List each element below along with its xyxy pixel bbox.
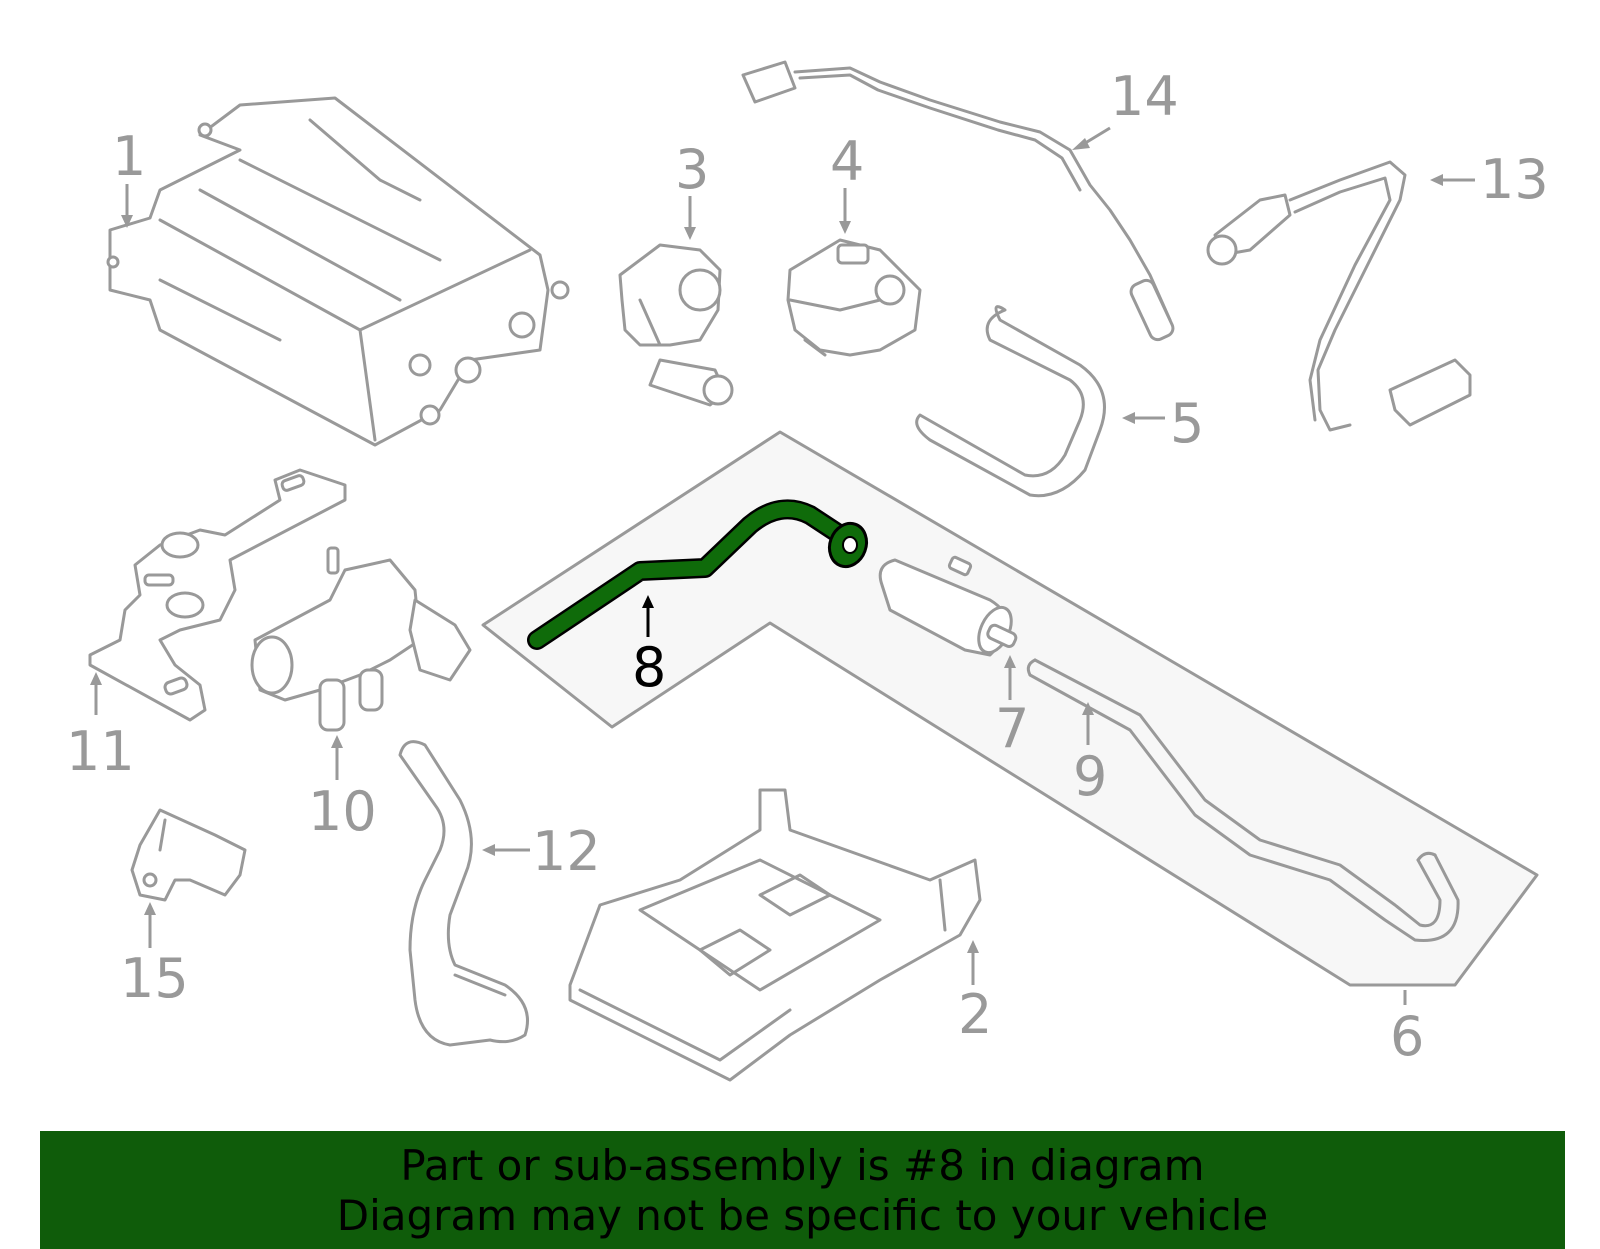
part-12-hose[interactable] — [398, 740, 529, 1047]
callout-10[interactable]: 10 — [308, 780, 377, 843]
callout-9[interactable]: 9 — [1073, 745, 1107, 808]
callout-15[interactable]: 15 — [120, 947, 189, 1010]
callout-13[interactable]: 13 — [1480, 148, 1549, 211]
part-6-subassembly-outline — [481, 430, 1539, 987]
callout-12[interactable]: 12 — [532, 820, 601, 883]
callout-7[interactable]: 7 — [995, 697, 1029, 760]
banner-line-1: Part or sub-assembly is #8 in diagram — [400, 1141, 1205, 1190]
part-10-solenoid[interactable] — [250, 546, 472, 732]
part-8-pipe-highlighted[interactable] — [527, 499, 872, 650]
part-4-solenoid[interactable] — [786, 238, 922, 357]
part-14-sensor[interactable] — [741, 60, 1176, 342]
part-1-canister[interactable] — [106, 96, 570, 447]
part-7-filter[interactable] — [878, 555, 1018, 657]
part-3-valve[interactable] — [618, 243, 734, 407]
callout-1[interactable]: 1 — [112, 125, 146, 188]
part-11-bracket[interactable] — [88, 468, 347, 722]
callout-6[interactable]: 6 — [1390, 1005, 1424, 1068]
callout-arrows — [90, 126, 1475, 1005]
banner-line-2: Diagram may not be specific to your vehi… — [336, 1191, 1269, 1240]
callout-11[interactable]: 11 — [66, 720, 135, 783]
callout-4[interactable]: 4 — [830, 130, 864, 193]
callout-14[interactable]: 14 — [1110, 65, 1179, 128]
callout-5[interactable]: 5 — [1170, 392, 1204, 455]
part-5-hose[interactable] — [915, 305, 1106, 498]
callout-2[interactable]: 2 — [958, 983, 992, 1046]
callout-8[interactable]: 8 — [632, 636, 666, 699]
part-15-sensor[interactable] — [130, 808, 247, 902]
part-13-sensor[interactable] — [1206, 160, 1472, 432]
callout-3[interactable]: 3 — [675, 138, 709, 201]
part-2-shield[interactable] — [568, 788, 982, 1082]
part-9-hose[interactable] — [1026, 658, 1460, 942]
info-banner: Part or sub-assembly is #8 in diagram Di… — [40, 1131, 1565, 1249]
callout-numbers: 1 3 4 14 13 5 8 7 9 6 2 12 11 10 15 — [66, 65, 1549, 1068]
